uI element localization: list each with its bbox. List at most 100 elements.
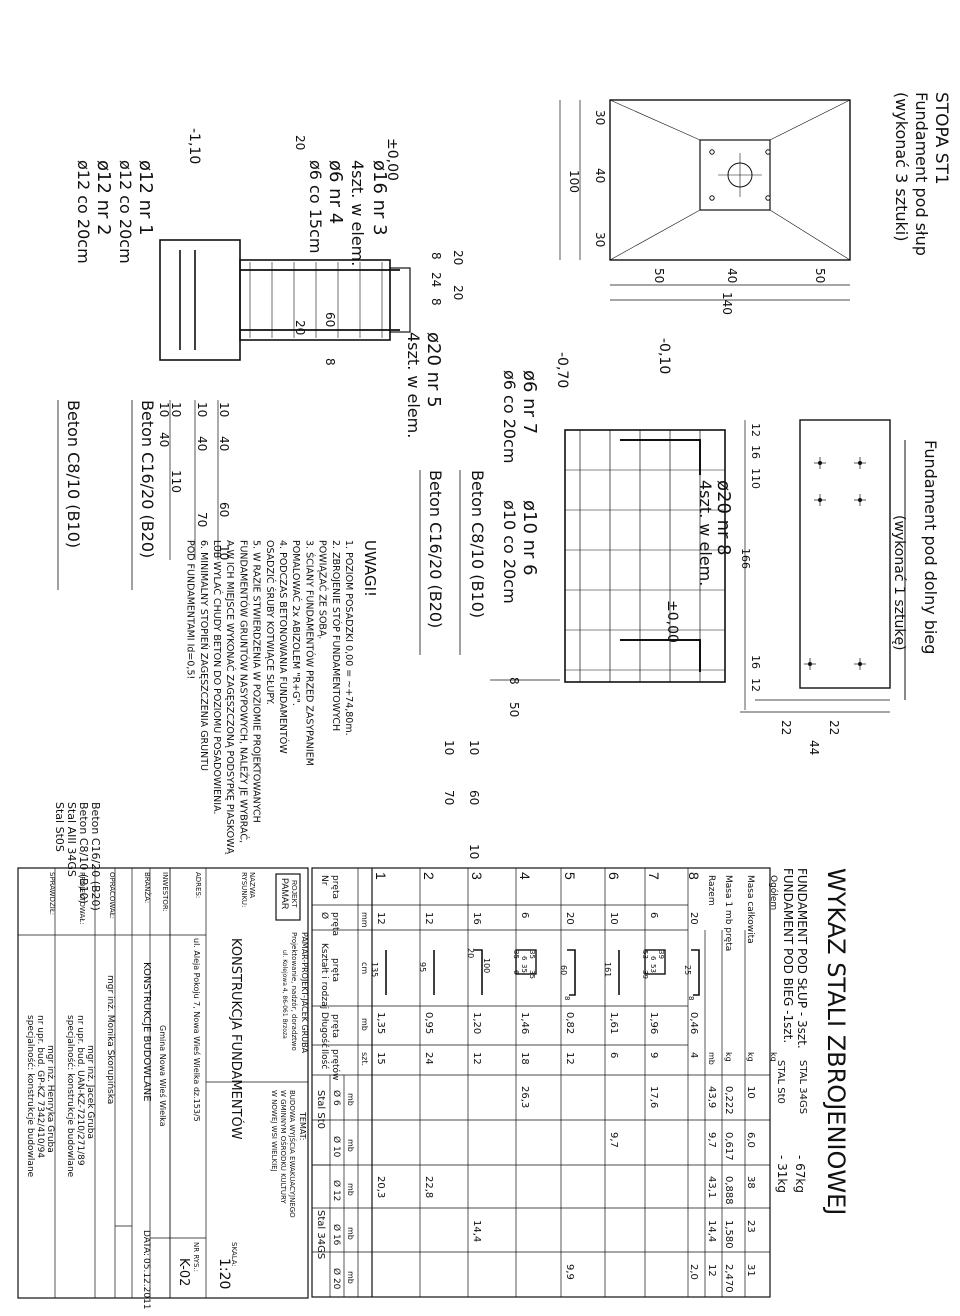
bar-callout: ø10 nr 6 (519, 500, 540, 576)
bar-dim: 35 (512, 950, 520, 959)
date-label: DATA: (141, 1230, 151, 1256)
anchor-bolt (858, 461, 862, 465)
bar-hooked (567, 949, 576, 996)
header-qty: Ilość (319, 1049, 330, 1069)
summary-unit: kg (724, 1052, 733, 1062)
anchor-bolt (765, 195, 771, 201)
diameter-header: Ø 16 (331, 1224, 342, 1246)
level-mark: ±0,00 (664, 600, 680, 643)
diameter-unit: mb (346, 1271, 355, 1284)
plan-dim: 22 (827, 720, 841, 735)
summary-label: Masa 1 mb pręta (723, 875, 733, 951)
row-length: 1,20 (471, 1012, 482, 1034)
concrete-label: Beton C16/20 (B20) (426, 470, 445, 628)
material-line: Stal St0S (53, 802, 66, 852)
section-dim: 60 (467, 790, 481, 805)
bar-dim: 39 (657, 950, 665, 959)
plan-slope (609, 209, 701, 261)
plan-slope (769, 99, 851, 141)
bar-callout: ø10 co 20cm (500, 500, 519, 604)
section-dim: 50 (507, 702, 521, 717)
logo-text: PAMAR (280, 878, 290, 910)
summary-total-mass: 10 (745, 1086, 756, 1099)
section-dim: 10 (217, 402, 231, 417)
section-dim: 20 (293, 135, 307, 150)
checker-label: SPRAWDZIŁ: (48, 872, 56, 915)
topic-line: W GMINNYM OŚRODKU KULTURY (279, 1090, 288, 1204)
bar-shape-6: 161 (603, 950, 620, 995)
level-mark: -0,70 (554, 352, 570, 388)
section-dim: 10 (442, 740, 456, 755)
diameter-unit: mb (346, 1227, 355, 1240)
address-label: ADRES: (194, 872, 202, 898)
row-length: 0,82 (564, 1012, 575, 1034)
diameter-header: Ø 6 (331, 1090, 342, 1106)
checker-line: specjalność: konstrukcje budowlane (25, 1015, 36, 1178)
summary-mass-per-mb: 1,580 (723, 1220, 734, 1249)
diameter-unit: mb (346, 1093, 355, 1106)
row-length: 0,46 (688, 1012, 699, 1034)
material-line: Beton C8/10 (B10) (77, 802, 90, 904)
bar-callout: ø6 co 20cm (500, 370, 519, 463)
row-number: 8 (686, 872, 702, 880)
steel-grade-st0: STAL St0 (775, 1060, 786, 1104)
summary-mass-per-mb: 0,617 (723, 1132, 734, 1161)
summary-unit: kg (769, 1052, 778, 1062)
bar-callout: 4szt. w elem. (348, 160, 367, 266)
bar-dim: 25 (683, 965, 692, 975)
row-sum: 22,8 (423, 1176, 434, 1198)
section-dim: 16 (749, 655, 762, 669)
topic-label: TEMAT: (298, 1111, 307, 1140)
summary-mass-per-mb: 0,222 (723, 1086, 734, 1115)
row-number: 4 (517, 872, 533, 880)
main-bar (620, 639, 701, 672)
unit-cm: cm (360, 962, 369, 974)
footing-stair-title: Fundament pod dolny bieg (921, 440, 940, 654)
note-line: 2. ZBROJENIE STÓP FUNDAMENTOWYCH (330, 540, 342, 731)
summary-razem: 43,9 (706, 1086, 717, 1108)
row-sum: 9,9 (564, 1264, 575, 1280)
logo-box (275, 873, 301, 921)
header-qty-2: prętów (330, 1049, 341, 1080)
main-bar (620, 439, 701, 475)
bar-dim: 6 (649, 956, 657, 961)
scale-value: 1:20 (216, 1258, 232, 1289)
note-line: 6. MINIMALNY STOPIEŃ ZAGĘSZCZENIA GRUNTU (198, 540, 210, 771)
section-dim: 20 (451, 285, 465, 300)
section-dim: 60 (217, 502, 231, 517)
bar-callout: ø12 nr 1 (135, 160, 156, 236)
row-number: 7 (646, 872, 662, 880)
row-number: 5 (562, 872, 578, 880)
section-dim: 12 (749, 678, 762, 692)
bar-dim: 6 (520, 956, 528, 961)
section-dim: 110 (749, 468, 762, 489)
steel-list-grid (311, 867, 771, 1298)
bar-callout: ø6 co 15cm (306, 160, 325, 253)
branch-label: BRANŻA: (143, 872, 152, 903)
section-dim: 110 (169, 470, 183, 493)
header-nr-2: pręta (330, 875, 340, 899)
summary-total-mass: 6,0 (745, 1132, 756, 1148)
anchor-bolt (818, 498, 822, 502)
row-quantity: 6 (608, 1052, 619, 1058)
investor-value: Gmina Nowa Wieś Wielka (158, 1025, 168, 1127)
bar-dim: 6 (512, 970, 520, 975)
row-diameter: 20 (564, 912, 575, 925)
investor-label: INWESTOR: (161, 872, 169, 912)
row-diameter: 20 (688, 912, 699, 925)
branch-value: KONSTRUKCJE BUDOWLANE (141, 962, 152, 1102)
bar-callout: ø12 co 20cm (74, 160, 93, 264)
section-dim: 12 (749, 423, 762, 437)
bar-dim: 100 (482, 958, 491, 973)
row-diameter: 12 (423, 912, 434, 925)
column-outline (699, 139, 771, 211)
anchor-bolt (808, 662, 812, 666)
header-nr: Nr (319, 875, 329, 886)
steel-grade-34gs: STAL 34GS (797, 1060, 808, 1114)
row-number: 2 (421, 872, 437, 880)
note-line: 3. ŚCIANY FUNDAMENTÓW PRZED ZASYPANIEM (303, 540, 315, 766)
row-number: 6 (606, 872, 622, 880)
